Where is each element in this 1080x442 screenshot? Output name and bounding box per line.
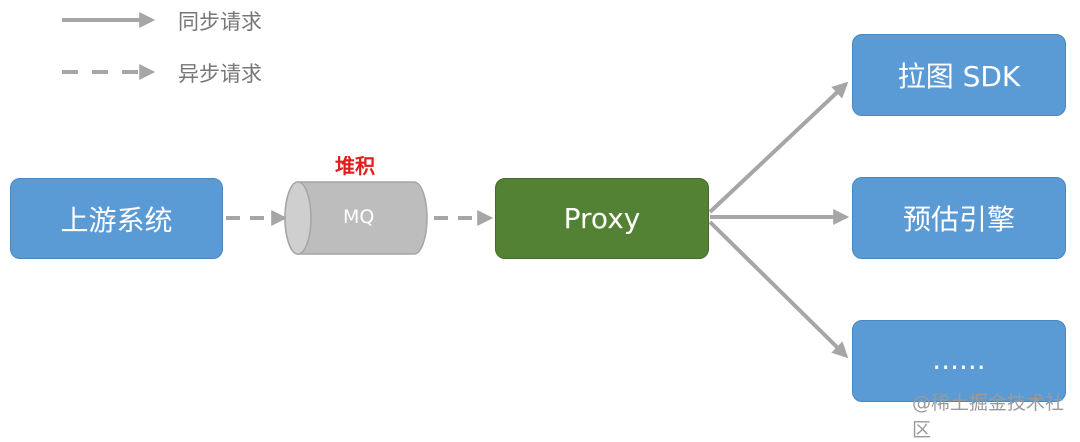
proxy-to-sdk-arrow (708, 81, 849, 214)
sdk-node: 拉图 SDK (852, 34, 1066, 116)
diagram-canvas (62, 12, 850, 359)
legend-async-label: 异步请求 (178, 62, 262, 86)
proxy-node: Proxy (495, 178, 709, 259)
more-node: ...... (852, 320, 1066, 402)
mq-label: MQ (343, 206, 375, 228)
proxy-to-more-arrow (708, 220, 849, 359)
upstream-system-node: 上游系统 (10, 178, 223, 259)
engine-node: 预估引擎 (852, 177, 1066, 259)
legend-sync-label: 同步请求 (178, 10, 262, 34)
mq-backlog-annotation: 堆积 (335, 154, 375, 178)
mq-cylinder (284, 181, 428, 255)
watermark: @稀土掘金技术社区 (912, 392, 1065, 441)
